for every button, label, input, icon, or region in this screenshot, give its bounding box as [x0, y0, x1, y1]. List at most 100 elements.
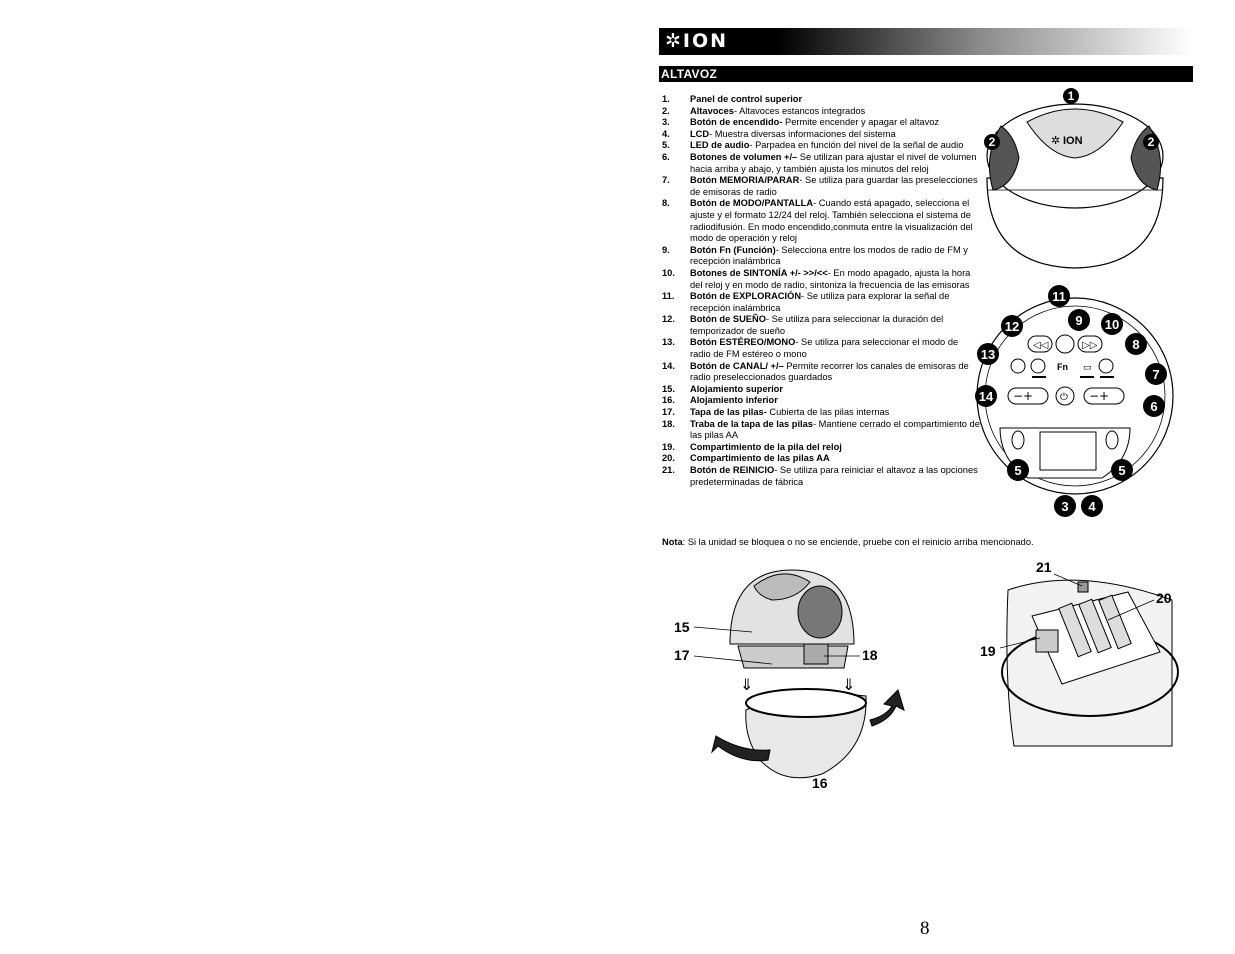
item-description: Cubierta de las pilas internas: [766, 407, 890, 418]
power-button: [1055, 386, 1075, 406]
callout-11: 11: [1048, 285, 1070, 307]
clock-battery-slot: [1035, 629, 1059, 653]
callout-12: 12: [1001, 315, 1023, 337]
item-term: Botón Fn (Función): [690, 244, 776, 255]
list-item: 7.Botón MEMORIA/PARAR- Se utiliza para g…: [662, 175, 980, 198]
list-item: 15. Alojamiento superior: [662, 384, 980, 396]
item-description: - Se utiliza para seleccionar la duració…: [690, 314, 944, 336]
item-term: LED de audio: [690, 140, 750, 151]
item-number: 14.: [662, 360, 675, 371]
item-number: 11.: [662, 291, 675, 302]
item-term: Compartimiento de las pilas AA: [690, 453, 830, 464]
callout-3: 3: [1054, 495, 1076, 517]
upper-housing-lid: [753, 573, 811, 601]
item-number: 2.: [662, 105, 670, 116]
control-panel-diagram: ◁◁ ▷▷ Fn ▭ −+ ⏻ −+ 11 12 9 10 13 8 7 14 …: [975, 285, 1174, 517]
speaker-logo-spark-icon: ✲: [1051, 134, 1060, 147]
forward-icon: ▷▷: [1082, 340, 1098, 351]
list-item: 5.LED de audio- Parpadea en función del …: [662, 140, 980, 152]
item-number: 9.: [662, 244, 670, 255]
item-number: 10.: [662, 267, 675, 278]
callout-13: 13: [977, 343, 999, 365]
item-term: Traba de la tapa de las pilas: [690, 418, 813, 429]
callout-14: 14: [975, 385, 997, 407]
item-term: LCD: [690, 128, 710, 139]
label-15: 15: [674, 619, 690, 635]
list-item: 4.LCD- Muestra diversas informaciones de…: [662, 129, 980, 141]
callout-5-left: 5: [1007, 459, 1029, 481]
battery-cover: [737, 645, 849, 669]
channel-minus-plus-icon: −+: [1013, 389, 1033, 403]
housing-separation-illustration: ⇓ ⇓ 15 17 18 16: [674, 569, 905, 791]
item-number: 21.: [662, 465, 675, 475]
svg-text:2: 2: [989, 135, 996, 149]
item-description: - En modo apagado, ajusta la hora del re…: [690, 267, 971, 290]
memory-button: [1098, 358, 1114, 374]
item-term: Tapa de las pilas-: [690, 407, 767, 418]
list-item: 9. Botón Fn (Función)- Selecciona entre l…: [662, 245, 980, 268]
leader-20: [1107, 599, 1155, 621]
reset-button: [1077, 581, 1089, 593]
item-description: - Se utiliza para guardar las preselecci…: [690, 175, 978, 197]
channel-plus-minus: [1007, 387, 1049, 405]
item-term: Botones de SINTONÍA +/- >>/<<: [690, 267, 828, 278]
rotate-arrow-right-icon: [869, 689, 905, 727]
callout-6: 6: [1143, 395, 1165, 417]
down-arrow-right-icon: ⇓: [842, 675, 855, 694]
note-paragraph: Nota: Si la unidad se bloquea o no se en…: [662, 537, 1182, 549]
label-16: 16: [812, 775, 828, 791]
svg-text:1: 1: [1068, 89, 1075, 103]
item-term: Botones de volumen +/–: [690, 151, 798, 162]
item-number: 18.: [662, 418, 675, 429]
control-panel-lid: [1026, 108, 1124, 159]
item-number: 6.: [662, 151, 670, 162]
list-item: 17. Tapa de las pilas- Cubierta de las pi…: [662, 407, 980, 419]
item-description: - Se utiliza para seleccionar el modo de…: [690, 337, 959, 360]
volume-minus-plus-icon: −+: [1089, 389, 1109, 403]
item-description: Se utilizan para ajustar el nivel de vol…: [690, 151, 977, 174]
list-item: 20. Compartimiento de las pilas AA: [662, 453, 980, 465]
label-19: 19: [980, 643, 996, 659]
section-header-bar: ALTAVOZ: [659, 66, 1193, 82]
label-17: 17: [674, 647, 690, 663]
aa-battery-slot-1: [1058, 602, 1092, 658]
item-description: Permite encender y apagar el altavoz: [782, 117, 940, 128]
svg-text:8: 8: [1132, 337, 1139, 352]
label-18: 18: [862, 647, 878, 663]
leader-21: [1053, 573, 1083, 587]
list-item: 11.Botón de EXPLORACIÓN- Se utiliza para…: [662, 291, 980, 314]
svg-text:2: 2: [1148, 135, 1155, 149]
aa-battery-slot-3: [1098, 594, 1132, 650]
callout-1: 1: [1063, 88, 1079, 104]
item-term: Botón ESTÉREO/MONO: [690, 337, 796, 348]
item-term: Alojamiento inferior: [690, 395, 778, 406]
svg-text:11: 11: [1052, 289, 1066, 304]
mode-display-icon: ▭: [1083, 363, 1092, 373]
item-term: Botón de SUEÑO: [690, 314, 766, 325]
item-number: 7.: [662, 175, 670, 186]
item-description: - Parpadea en función del nivel de la se…: [749, 140, 964, 151]
item-number: 19.: [662, 441, 675, 452]
sleep-button: [1030, 358, 1046, 374]
item-number: 12.: [662, 314, 675, 325]
item-term: Alojamiento superior: [690, 383, 783, 394]
battery-compartment-illustration: 21 20 19: [980, 559, 1179, 747]
svg-text:5: 5: [1014, 463, 1021, 478]
item-number: 3.: [662, 117, 670, 128]
list-item: 14.Botón de CANAL/ +/– Permite recorrer …: [662, 361, 980, 384]
item-description: - Se utiliza para reiniciar el altavoz a…: [690, 465, 978, 487]
item-number: 15.: [662, 383, 675, 394]
list-item: 16.Alojamiento inferior: [662, 395, 980, 407]
callout-10: 10: [1101, 313, 1123, 335]
rewind-icon: ◁◁: [1033, 340, 1049, 351]
list-item: 13.Botón ESTÉREO/MONO- Se utiliza para s…: [662, 337, 980, 360]
callout-2-left: 2: [984, 134, 1000, 150]
item-number: 20.: [662, 453, 675, 464]
item-number: 17.: [662, 407, 675, 418]
forward-button: [1077, 335, 1103, 353]
list-item: 21.Botón de REINICIO- Se utiliza para re…: [662, 465, 980, 488]
aa-battery-slot-2: [1078, 598, 1112, 654]
svg-text:9: 9: [1075, 313, 1082, 328]
item-description: - Selecciona entre los modos de radio de…: [690, 244, 968, 267]
item-number: 8.: [662, 198, 670, 209]
